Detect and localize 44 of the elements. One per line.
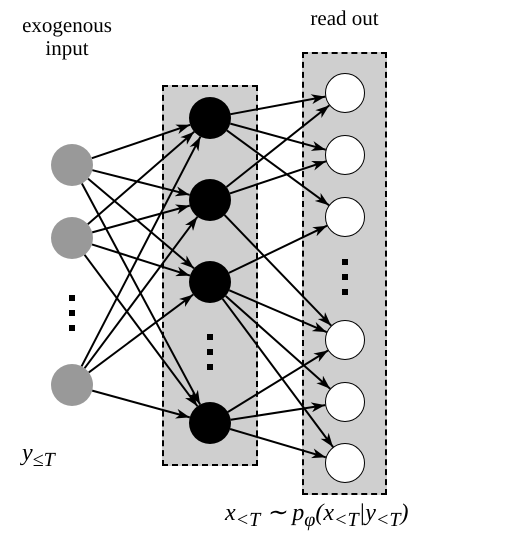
- arrow: [84, 254, 198, 407]
- arrow: [81, 183, 201, 405]
- arrow: [224, 214, 332, 326]
- arrow: [225, 295, 331, 390]
- input-node-circle: [51, 364, 93, 406]
- arrow: [87, 178, 195, 270]
- hidden-node-circle: [189, 179, 231, 221]
- arrow: [92, 204, 190, 234]
- arrow: [230, 122, 326, 151]
- math-label: x$_{<T}$ ∼ p$_{φ}$(x$_{<T}$|y$_{<T}$): [225, 500, 410, 531]
- math-label: y$_{≤T}$: [22, 440, 57, 471]
- layer-label: read out: [309, 7, 380, 30]
- input-node-circle: [51, 217, 93, 259]
- arrow: [227, 350, 329, 413]
- readout-node-circle: [325, 73, 365, 113]
- arrow: [80, 136, 202, 367]
- readout-node-circle: [325, 197, 365, 237]
- arrow: [230, 94, 326, 116]
- readout-node-circle: [325, 443, 365, 483]
- arrow: [92, 390, 190, 419]
- arrow: [226, 104, 330, 188]
- arrow: [226, 130, 330, 206]
- arrow: [228, 289, 327, 334]
- layer-panel: [162, 85, 258, 466]
- readout-node-circle: [325, 135, 365, 175]
- input-node-circle: [51, 144, 93, 186]
- input-label: exogenous input: [21, 14, 113, 60]
- arrow: [84, 216, 198, 369]
- arrow: [92, 243, 190, 277]
- readout-node-circle: [325, 382, 365, 422]
- arrow: [230, 402, 326, 421]
- arrow: [230, 160, 326, 194]
- arrow: [222, 298, 334, 448]
- arrow: [87, 131, 195, 225]
- arrow: [228, 224, 328, 274]
- hidden-node-circle: [189, 402, 231, 444]
- readout-node-circle: [325, 320, 365, 360]
- hidden-node-circle: [189, 97, 231, 139]
- arrow: [92, 124, 190, 160]
- layer-panel: [302, 52, 387, 495]
- arrow: [88, 294, 194, 374]
- hidden-node-circle: [189, 261, 231, 303]
- arrow: [92, 169, 190, 196]
- arrow: [230, 428, 326, 458]
